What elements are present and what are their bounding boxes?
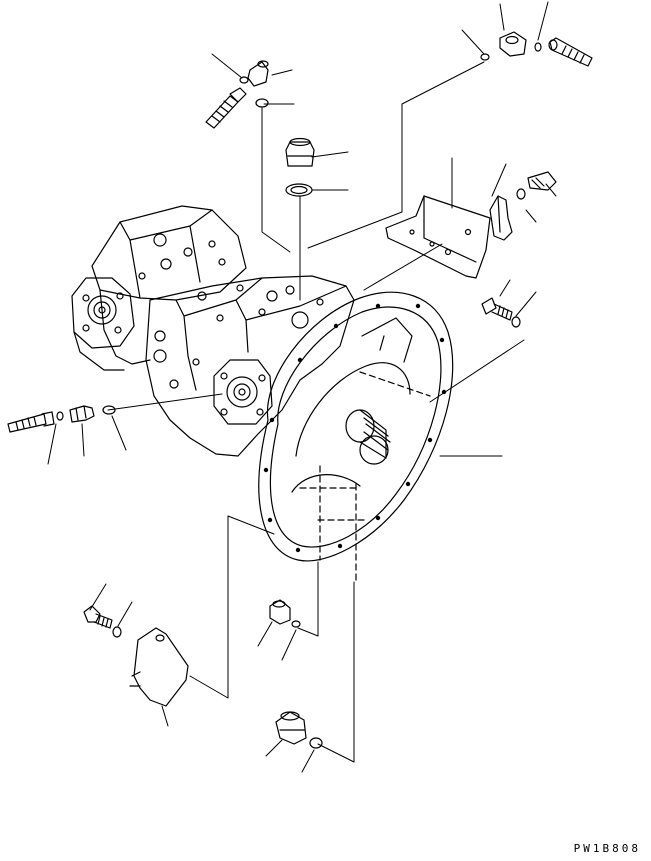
bracket-plate <box>385 195 491 279</box>
bolt-top-left <box>205 95 239 129</box>
bolt-left <box>7 411 55 433</box>
oring-middle <box>291 620 301 628</box>
clamp <box>489 195 513 241</box>
callout-leaders <box>47 1 557 773</box>
plug-bottom <box>275 711 307 745</box>
elbow-top-right <box>499 31 527 57</box>
bolt-top-right <box>548 37 593 67</box>
assembly-lines <box>107 61 525 763</box>
oring-bottom <box>309 737 323 749</box>
oring-plug-top <box>285 183 313 197</box>
oring-left <box>56 405 116 421</box>
bolt-clamp <box>527 171 557 191</box>
drawing-code: PW1B808 <box>573 842 641 855</box>
plug-top <box>285 137 315 167</box>
pump-assembly <box>71 205 454 583</box>
elbow-top-left <box>229 60 269 103</box>
bolt-flange <box>481 297 513 321</box>
bolt-lower-left <box>83 605 113 629</box>
cover-lower-left <box>129 627 189 707</box>
plug-middle <box>269 599 291 625</box>
oring-top-left <box>239 76 269 108</box>
washer-flange <box>511 316 521 328</box>
washer-clamp <box>516 188 526 200</box>
washer-lower-left <box>112 626 122 638</box>
oring-top-right <box>480 42 542 61</box>
straight-union-left <box>69 405 95 423</box>
